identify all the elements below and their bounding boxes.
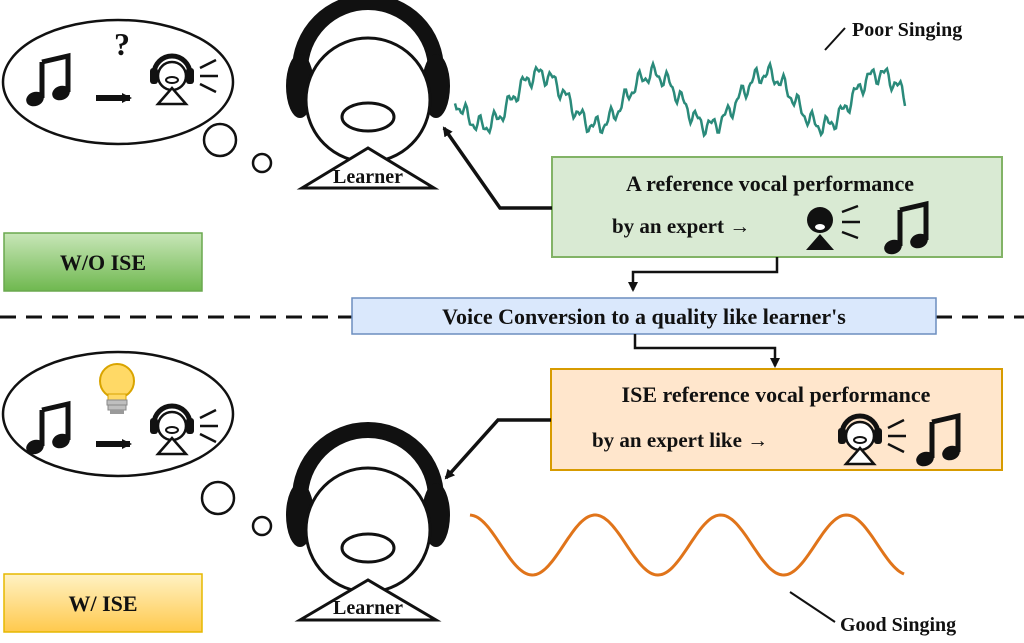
question-mark: ? (114, 26, 130, 62)
bottom-thought-bubble (1, 350, 273, 537)
ise-reference-box: ISE reference vocal performance by an ex… (550, 368, 1003, 470)
conversion-label: Voice Conversion to a quality like learn… (442, 304, 846, 329)
top-learner: Learner (286, 0, 450, 190)
reference-line1: A reference vocal performance (626, 171, 914, 196)
good-singing-waveform (469, 513, 905, 577)
mode-badge-with: W/ ISE (3, 573, 203, 633)
good-singing-pointer (789, 591, 836, 623)
reference-to-conversion-arrow (628, 257, 779, 292)
conversion-to-ise-arrow (633, 334, 780, 368)
learner-label-top: Learner (333, 166, 403, 188)
learner-label-bottom: Learner (333, 597, 403, 619)
ise-reference-line2: by an expert like → (592, 428, 768, 452)
top-thought-bubble: ? (1, 18, 273, 174)
conversion-box: Voice Conversion to a quality like learn… (351, 297, 937, 335)
poor-singing-pointer (824, 27, 846, 51)
reference-line2: by an expert → (612, 214, 750, 238)
poor-singing-waveform (453, 59, 907, 139)
ise-reference-to-learner-arrow (444, 418, 551, 480)
ise-reference-line1: ISE reference vocal performance (622, 382, 931, 407)
reference-box: A reference vocal performance by an expe… (551, 156, 1003, 257)
good-singing-label: Good Singing (840, 614, 956, 636)
singer-icon (806, 204, 860, 250)
mode-label-with: W/ ISE (68, 591, 137, 616)
mode-badge-without: W/O ISE (3, 232, 203, 292)
poor-singing-label: Poor Singing (852, 19, 962, 41)
lightbulb-icon (99, 363, 135, 414)
bottom-learner: Learner (286, 422, 450, 622)
mode-label-without: W/O ISE (60, 250, 146, 275)
reference-to-learner-arrow (442, 126, 552, 210)
